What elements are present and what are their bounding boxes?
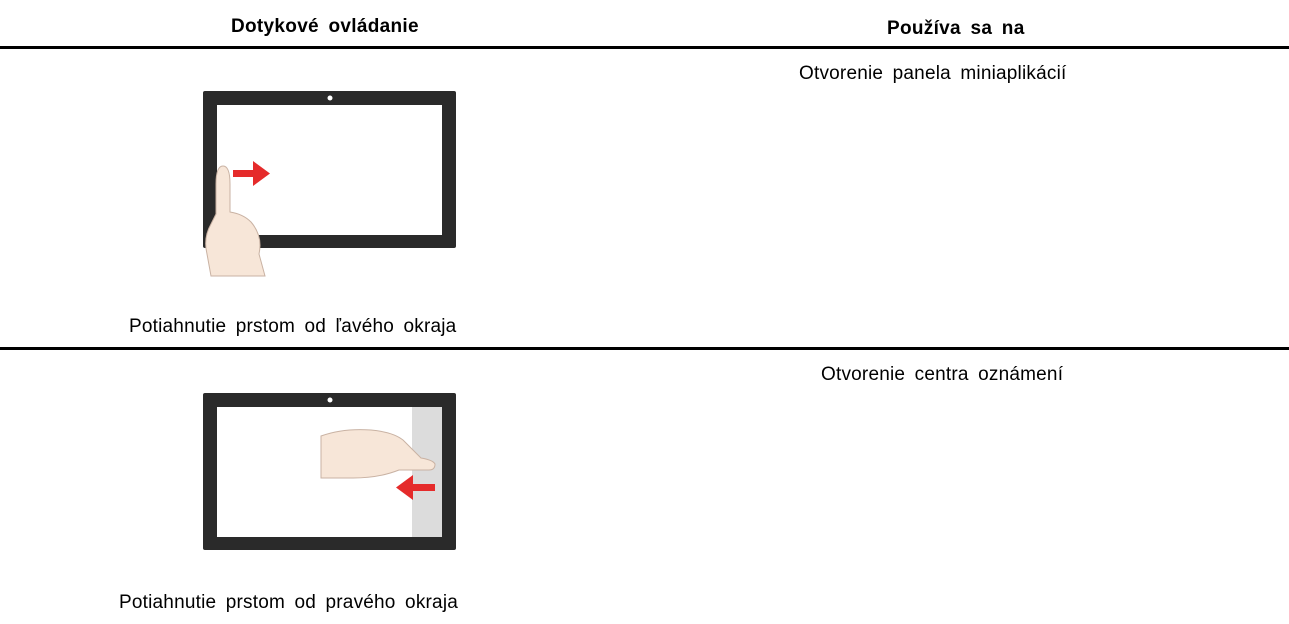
header-rule [0,46,1289,49]
swipe-right-edge-figure [203,390,458,552]
header-use: Používa sa na [887,18,1025,39]
row-1-rule [0,347,1289,350]
row-2-use: Otvorenie centra oznámení [821,364,1064,385]
row-1-caption: Potiahnutie prstom od ľavého okraja [129,316,457,337]
row-2-caption: Potiahnutie prstom od pravého okraja [119,592,459,613]
header-gesture: Dotykové ovládanie [231,16,419,37]
row-1-use: Otvorenie panela miniaplikácií [799,63,1067,84]
swipe-left-edge-figure [203,88,458,280]
